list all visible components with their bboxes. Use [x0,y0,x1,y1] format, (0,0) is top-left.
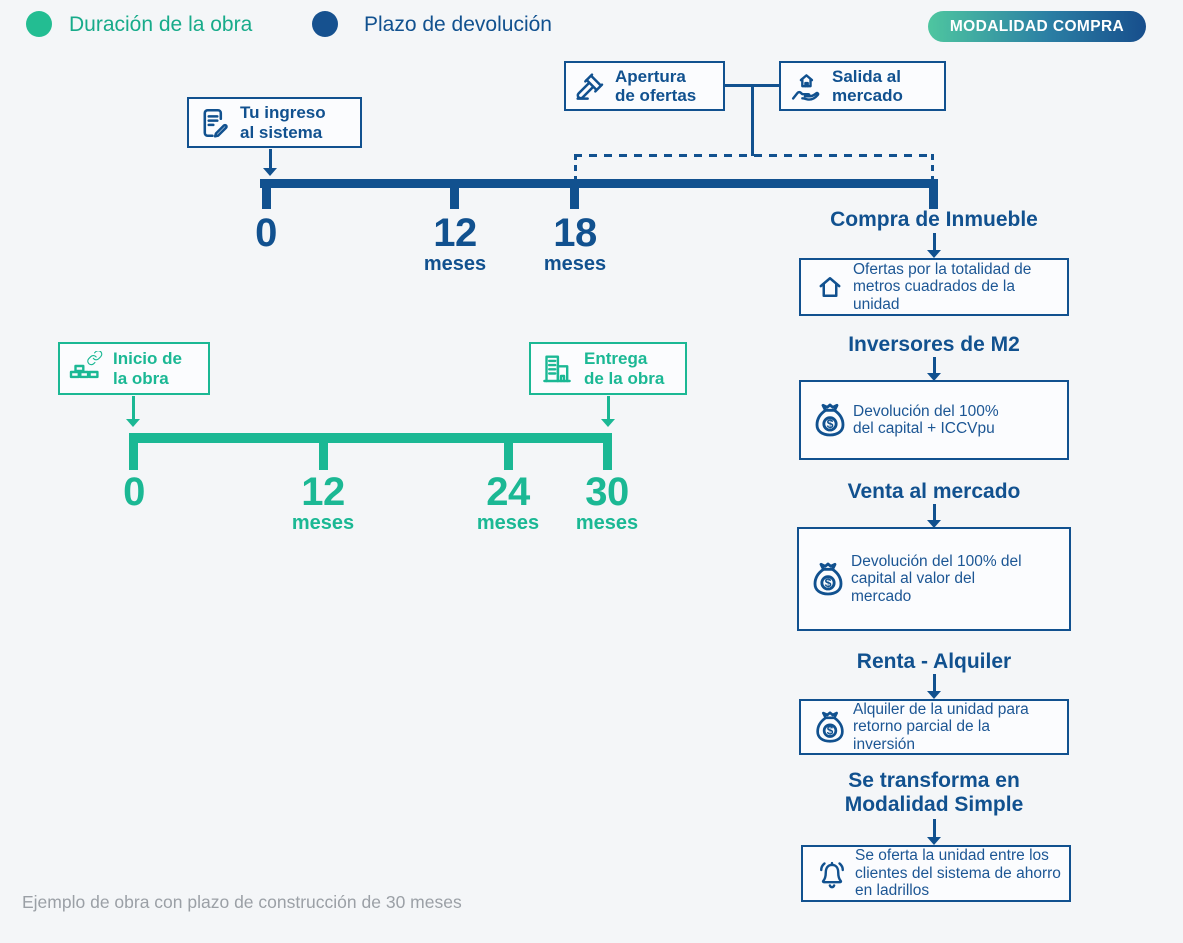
green-tick-30-value: 30 [585,470,629,514]
blue-timeline-tick-0 [262,179,271,209]
green-tick-30-unit: meses [575,511,639,534]
step-title-inversores-de-m2: Inversores de M2 [848,333,1020,356]
inicio-de-la-obra-label: Inicio de la obra [113,349,182,388]
blue-tick-12-value: 12 [433,211,477,255]
blue-timeline-tick-end [929,179,938,209]
green-timeline-label-24: 24 meses [458,472,558,533]
apertura-de-ofertas-box: Apertura de ofertas [564,61,725,111]
step-4-arrow-icon [927,674,941,699]
step-1-text: Ofertas por la totalidad de metros cuadr… [853,260,1032,313]
blue-timeline-label-12: 12 meses [405,213,505,274]
green-timeline-tick-24 [504,433,513,470]
green-timeline-bar [129,433,612,443]
top-boxes-connector-line [723,84,781,87]
svg-text:$: $ [827,725,834,738]
blue-timeline-label-0: 0 [216,213,316,254]
blue-timeline-tick-12 [450,179,459,209]
footnote-text: Ejemplo de obra con plazo de construcció… [22,892,462,912]
green-timeline-tick-0 [129,433,138,470]
green-tick-12-unit: meses [291,511,355,534]
tu-ingreso-al-sistema-box: Tu ingreso al sistema [187,97,362,148]
inicio-de-la-obra-box: Inicio de la obra [58,342,210,395]
salida-al-mercado-box: Salida al mercado [779,61,946,111]
legend-dot-plazo-icon [312,11,338,37]
money-bag-icon: $ [807,400,853,440]
step-3-box: $ Devolución del 100% del capital al val… [797,527,1071,631]
step-3-text: Devolución del 100% del capital al valor… [851,552,1022,605]
svg-text:$: $ [827,417,834,431]
blue-tick-18-value: 18 [553,211,597,255]
building-icon [539,351,575,387]
green-tick-12-value: 12 [301,470,345,514]
green-timeline-tick-30 [603,433,612,470]
dashed-bracket-top [574,154,934,157]
document-pencil-icon [197,106,231,140]
step-title-compra-de-inmueble: Compra de Inmueble [830,208,1038,231]
money-bag-icon: $ [807,708,853,746]
ingreso-arrow-icon [263,149,277,176]
step-title-renta-alquiler: Renta - Alquiler [856,650,1012,673]
modalidad-compra-badge: MODALIDAD COMPRA [928,11,1146,42]
step-5-arrow-icon [927,819,941,845]
green-timeline-label-0: 0 [84,472,184,513]
legend-label-plazo: Plazo de devolución [364,13,552,36]
blue-tick-0-value: 0 [255,211,277,255]
money-bag-icon: $ [805,559,851,599]
step-2-text: Devolución del 100% del capital + ICCVpu [853,402,999,437]
legend-dot-duracion-icon [26,11,52,37]
green-tick-24-unit: meses [476,511,540,534]
green-tick-0-value: 0 [123,470,145,514]
step-5-text: Se oferta la unidad entre los clientes d… [855,847,1061,900]
salida-al-mercado-label: Salida al mercado [832,66,903,105]
step-1-box: Ofertas por la totalidad de metros cuadr… [799,258,1069,316]
blue-timeline-tick-18 [570,179,579,209]
apertura-de-ofertas-label: Apertura de ofertas [615,66,697,105]
svg-text:$: $ [825,576,832,590]
dashed-bracket-left [574,154,577,180]
step-4-box: $ Alquiler de la unidad para retorno par… [799,699,1069,755]
entrega-de-la-obra-label: Entrega de la obra [584,349,665,388]
step-1-arrow-icon [927,233,941,258]
gavel-icon [574,70,606,102]
bricks-link-icon [68,350,104,387]
green-tick-24-value: 24 [486,470,530,514]
blue-timeline-label-18: 18 meses [525,213,625,274]
step-title-venta-al-mercado: Venta al mercado [847,480,1021,503]
step-2-box: $ Devolución del 100% del capital + ICCV… [799,380,1069,460]
green-timeline-label-30: 30 meses [557,472,657,533]
blue-timeline-bar [260,179,938,188]
tu-ingreso-al-sistema-label: Tu ingreso al sistema [240,103,326,142]
dashed-bracket-right [931,154,934,180]
legend-label-duracion: Duración de la obra [69,13,253,36]
step-3-arrow-icon [927,504,941,528]
step-title-modalidad-simple: Se transforma en Modalidad Simple [844,769,1024,817]
step-2-arrow-icon [927,357,941,381]
entrega-arrow-icon [601,396,615,427]
entrega-de-la-obra-box: Entrega de la obra [529,342,687,395]
step-4-text: Alquiler de la unidad para retorno parci… [853,700,1029,753]
top-boxes-drop-line [751,86,754,156]
house-in-hand-icon [789,69,823,103]
blue-tick-18-unit: meses [543,252,607,275]
blue-tick-12-unit: meses [423,252,487,275]
green-timeline-label-12: 12 meses [273,472,373,533]
inicio-arrow-icon [126,396,140,427]
bell-icon [809,857,855,891]
step-5-box: Se oferta la unidad entre los clientes d… [801,845,1071,902]
green-timeline-tick-12 [319,433,328,470]
house-icon [807,272,853,302]
